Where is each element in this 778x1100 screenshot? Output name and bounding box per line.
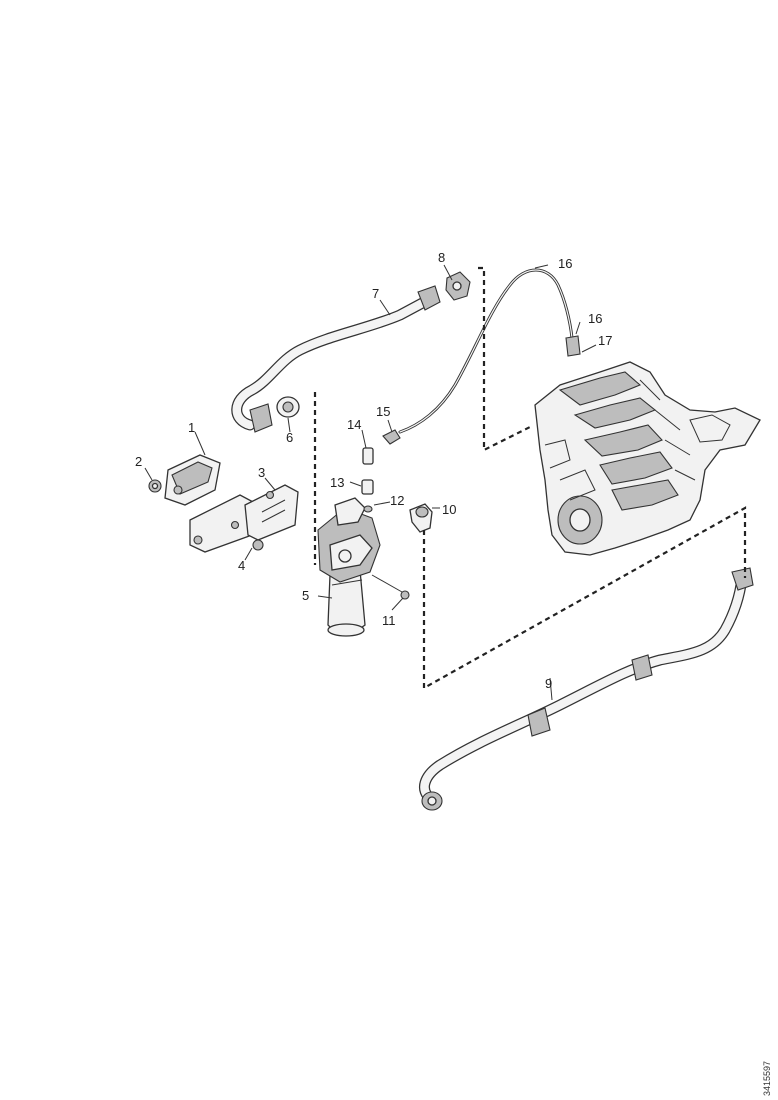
callout-11: 11 bbox=[382, 613, 396, 628]
callout-9: 9 bbox=[545, 676, 552, 691]
callout-5: 5 bbox=[302, 588, 309, 603]
nut-item-2 bbox=[148, 479, 162, 493]
callout-13: 13 bbox=[330, 475, 344, 490]
callout-10: 10 bbox=[442, 502, 456, 517]
drawing-code: 3415597 bbox=[762, 1061, 772, 1096]
callout-7: 7 bbox=[372, 286, 379, 301]
fitting-stack bbox=[361, 429, 401, 513]
callout-4: 4 bbox=[238, 558, 245, 573]
hose-item-7 bbox=[231, 285, 441, 433]
callout-16-upper: 16 bbox=[558, 256, 572, 271]
engine-block bbox=[534, 361, 761, 556]
nut-item-8 bbox=[445, 271, 471, 301]
callout-12: 12 bbox=[390, 493, 404, 508]
callout-17: 17 bbox=[598, 333, 612, 348]
sensor-wire-item-16 bbox=[398, 268, 581, 434]
callout-16-lower: 16 bbox=[588, 311, 602, 326]
pipe-item-9 bbox=[418, 567, 754, 811]
callout-15: 15 bbox=[376, 404, 390, 419]
callout-8: 8 bbox=[438, 250, 445, 265]
bracket-assembly bbox=[164, 454, 299, 553]
callout-numbers: 1 2 3 4 5 6 7 8 9 10 11 12 13 14 15 16 1… bbox=[135, 250, 612, 691]
leader-lines bbox=[144, 264, 597, 701]
callout-1: 1 bbox=[188, 420, 195, 435]
fuel-filter-item-5 bbox=[317, 497, 410, 637]
clamp-item-6 bbox=[276, 396, 300, 418]
elbow-fitting-item-10 bbox=[409, 503, 433, 533]
callout-6: 6 bbox=[286, 430, 293, 445]
callout-2: 2 bbox=[135, 454, 142, 469]
bolt-item-4 bbox=[252, 539, 264, 551]
dashed-connector-lines bbox=[313, 266, 747, 690]
callout-3: 3 bbox=[258, 465, 265, 480]
callout-14: 14 bbox=[347, 417, 361, 432]
